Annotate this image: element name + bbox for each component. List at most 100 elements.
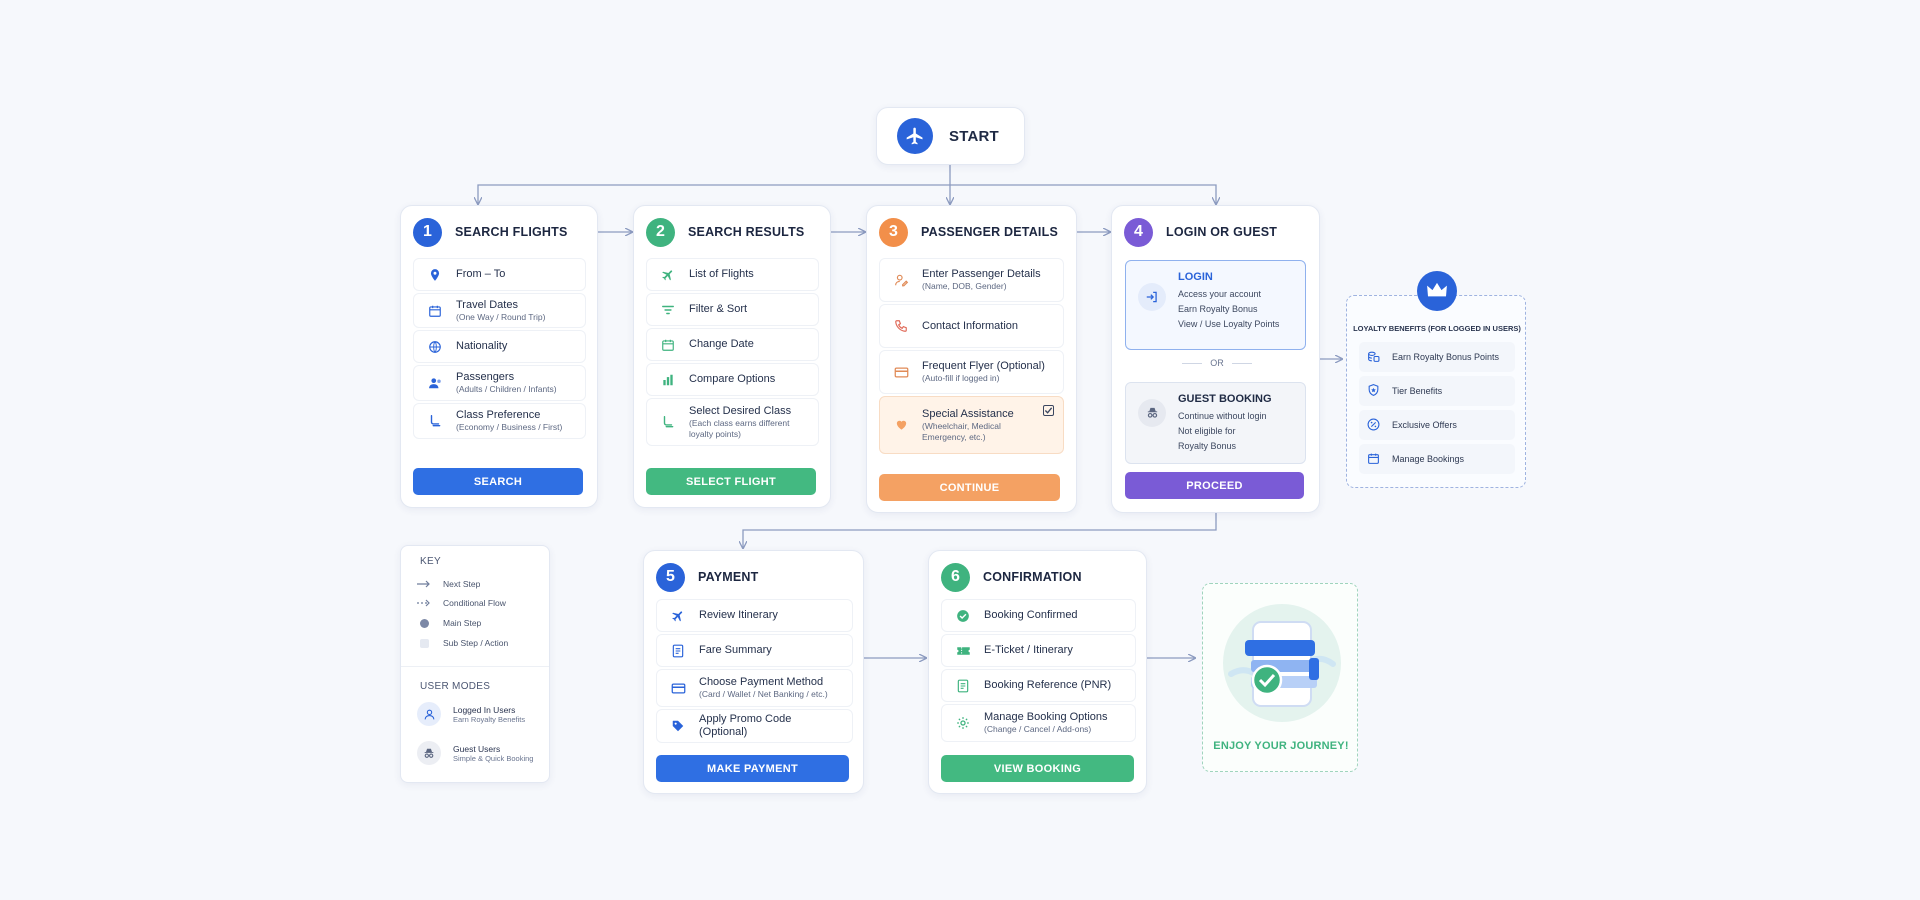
sub-step-label: Class Preference — [456, 409, 541, 421]
sub-step-nationality[interactable]: Nationality — [413, 330, 586, 363]
step-title: SEARCH RESULTS — [688, 225, 805, 239]
sub-step-label: Change Date — [689, 338, 754, 350]
user-mode-logged-in: Logged In Users Earn Royalty Benefits — [417, 702, 525, 726]
sub-step-booking-confirmed[interactable]: Booking Confirmed — [941, 599, 1136, 632]
start-node: START — [876, 107, 1025, 165]
sub-step-contact-information[interactable]: Contact Information — [879, 304, 1064, 348]
search-button[interactable]: SEARCH — [413, 468, 583, 495]
sub-step-label: Select Desired Class — [689, 404, 792, 417]
sub-step-special-assistance[interactable]: Special Assistance(Wheelchair, Medical E… — [879, 396, 1064, 454]
or-label: OR — [1210, 358, 1224, 368]
legend-item: Conditional Flow — [417, 598, 506, 608]
legend-item-label: Next Step — [443, 579, 481, 589]
sub-step-detail: (Economy / Business / First) — [456, 422, 563, 432]
gear-icon — [952, 712, 974, 734]
seat-icon — [424, 410, 446, 432]
login-title: LOGIN — [1178, 271, 1213, 283]
plane-icon — [667, 605, 689, 627]
sub-step-label: List of Flights — [689, 268, 754, 280]
sub-step-passengers[interactable]: Passengers(Adults / Children / Infants) — [413, 365, 586, 401]
globe-icon — [424, 336, 446, 358]
sub-step-e-ticket[interactable]: E-Ticket / Itinerary — [941, 634, 1136, 667]
sub-step-label: Passengers — [456, 371, 515, 383]
plane-icon — [897, 118, 933, 154]
sub-step-from-to[interactable]: From – To — [413, 258, 586, 291]
sub-step-list-of-flights[interactable]: List of Flights — [646, 258, 819, 291]
sub-step-review-itinerary[interactable]: Review Itinerary — [656, 599, 853, 632]
sub-step-label: Review Itinerary — [699, 609, 778, 621]
receipt-icon — [952, 675, 974, 697]
sub-step-label: Nationality — [456, 340, 508, 352]
phone-icon — [890, 315, 912, 337]
bar-chart-icon — [657, 369, 679, 391]
sub-step-change-date[interactable]: Change Date — [646, 328, 819, 361]
login-option[interactable]: LOGIN Access your account Earn Royalty B… — [1125, 260, 1306, 350]
sub-step-label: Booking Confirmed — [984, 609, 1078, 621]
legend-item-label: Sub Step / Action — [443, 638, 509, 648]
sub-step-detail: (Adults / Children / Infants) — [456, 384, 557, 394]
loyalty-item-label: Exclusive Offers — [1392, 420, 1457, 430]
step-title: PAYMENT — [698, 570, 759, 584]
sub-step-detail: (Name, DOB, Gender) — [922, 281, 1007, 291]
step-title: LOGIN OR GUEST — [1166, 225, 1278, 239]
sub-step-select-class[interactable]: Select Desired Class(Each class earns di… — [646, 398, 819, 446]
login-icon — [1138, 283, 1166, 311]
card-icon — [667, 677, 689, 699]
user-mode-guest: Guest Users Simple & Quick Booking — [417, 741, 533, 765]
incognito-icon — [417, 741, 441, 765]
legend-item-label: Conditional Flow — [443, 598, 506, 608]
step-title: SEARCH FLIGHTS — [455, 225, 568, 239]
sub-step-label: Filter & Sort — [689, 303, 748, 315]
sub-step-detail: (Change / Cancel / Add-ons) — [984, 724, 1092, 734]
sub-step-label: Enter Passenger Details — [922, 268, 1041, 280]
calendar-icon — [424, 300, 446, 322]
connector-4-to-5 — [743, 512, 1217, 548]
sub-step-manage-booking-options[interactable]: Manage Booking Options(Change / Cancel /… — [941, 704, 1136, 742]
step-number-badge: 6 — [941, 562, 970, 592]
sub-step-filter-sort[interactable]: Filter & Sort — [646, 293, 819, 326]
sub-step-label: Manage Booking Options — [984, 711, 1108, 723]
make-payment-button[interactable]: MAKE PAYMENT — [656, 755, 849, 782]
loyalty-item-label: Manage Bookings — [1392, 454, 1465, 464]
loyalty-item: Earn Royalty Bonus Points — [1359, 342, 1515, 372]
sub-step-enter-passenger-details[interactable]: Enter Passenger Details(Name, DOB, Gende… — [879, 258, 1064, 302]
document-icon — [667, 640, 689, 662]
legend-item: Main Step — [417, 618, 481, 628]
connector-start-to-4 — [950, 184, 1216, 204]
select-flight-button[interactable]: SELECT FLIGHT — [646, 468, 816, 495]
sub-step-label: Choose Payment Method — [699, 676, 824, 688]
step-confirmation: 6 CONFIRMATION Booking Confirmed E-Ticke… — [928, 550, 1147, 794]
guest-booking-option[interactable]: GUEST BOOKING Continue without login Not… — [1125, 382, 1306, 464]
sub-step-travel-dates[interactable]: Travel Dates(One Way / Round Trip) — [413, 293, 586, 328]
incognito-icon — [1138, 399, 1166, 427]
checkbox-checked-icon[interactable] — [1043, 405, 1054, 416]
start-label: START — [949, 127, 999, 145]
percent-icon — [1367, 418, 1380, 433]
sub-step-detail: (Card / Wallet / Net Banking / etc.) — [699, 689, 828, 699]
card-icon — [890, 361, 912, 383]
sub-step-detail: (Wheelchair, Medical Emergency, etc.) — [922, 420, 1001, 442]
sub-step-frequent-flyer[interactable]: Frequent Flyer (Optional)(Auto-fill if l… — [879, 350, 1064, 394]
step-title: PASSENGER DETAILS — [921, 225, 1058, 239]
calendar-icon — [657, 334, 679, 356]
sub-step-fare-summary[interactable]: Fare Summary — [656, 634, 853, 667]
sub-step-label: From – To — [456, 268, 506, 280]
sub-step-choose-payment-method[interactable]: Choose Payment Method(Card / Wallet / Ne… — [656, 669, 853, 707]
sub-step-compare-options[interactable]: Compare Options — [646, 363, 819, 396]
sub-step-apply-promo-code[interactable]: Apply Promo Code (Optional) — [656, 709, 853, 743]
sub-step-booking-reference[interactable]: Booking Reference (PNR) — [941, 669, 1136, 702]
sub-step-label: Travel Dates — [456, 298, 518, 311]
plane-icon — [657, 264, 679, 286]
user-icon — [417, 702, 441, 726]
connector-start-to-1 — [478, 184, 950, 204]
sub-step-class-preference[interactable]: Class Preference(Economy / Business / Fi… — [413, 403, 586, 439]
dashed-arrow-icon — [417, 599, 431, 607]
sub-step-detail: (One Way / Round Trip) — [456, 311, 546, 322]
continue-button[interactable]: CONTINUE — [879, 474, 1060, 501]
calendar-icon — [1367, 452, 1380, 467]
map-pin-icon — [424, 264, 446, 286]
view-booking-button[interactable]: VIEW BOOKING — [941, 755, 1134, 782]
sub-step-label: E-Ticket / Itinerary — [984, 644, 1073, 656]
ticket-icon — [952, 640, 974, 662]
proceed-button[interactable]: PROCEED — [1125, 472, 1304, 499]
